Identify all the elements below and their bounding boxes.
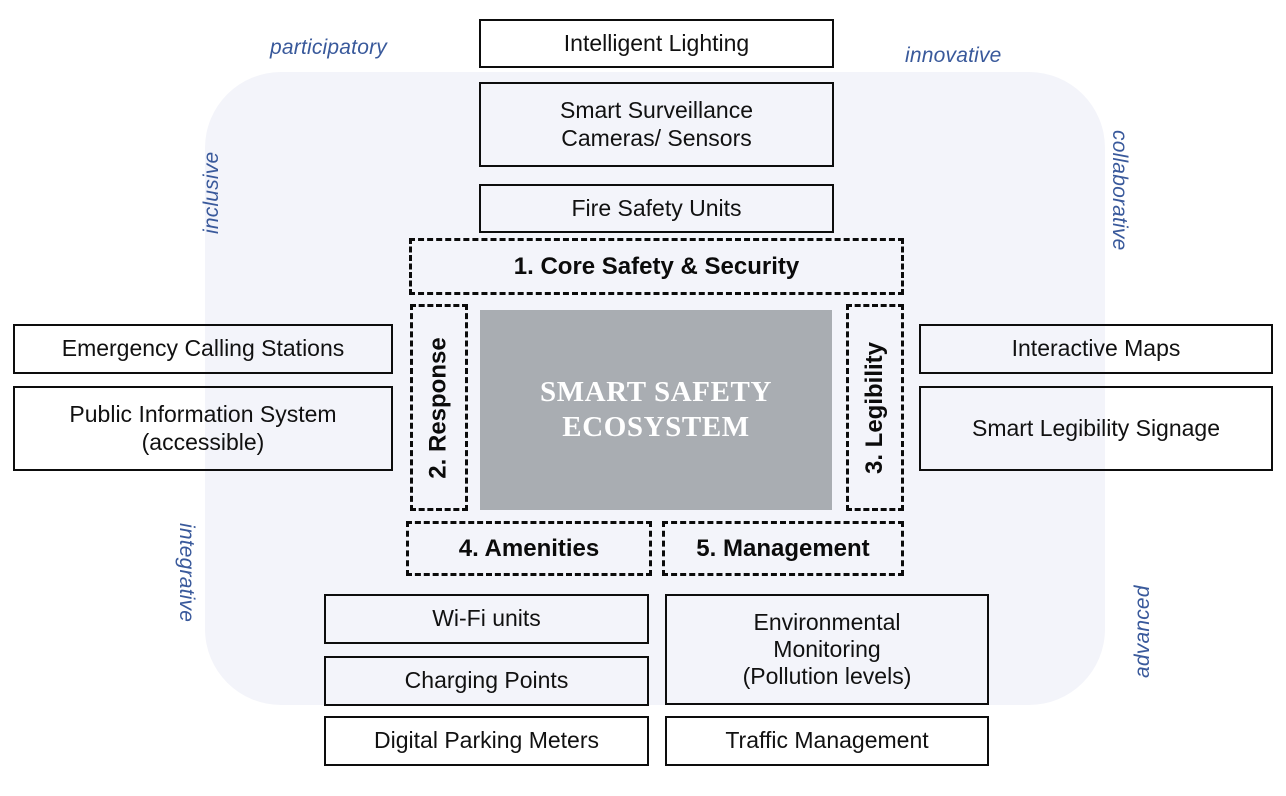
category-label: 3. Legibility: [861, 341, 888, 474]
core-title: SMART SAFETY ECOSYSTEM: [540, 375, 772, 446]
adjective-participatory: participatory: [270, 36, 387, 59]
adjective-collaborative: collaborative: [1108, 130, 1131, 251]
item-interactive-maps[interactable]: Interactive Maps: [919, 324, 1273, 374]
core-smart-safety-ecosystem: SMART SAFETY ECOSYSTEM: [480, 310, 832, 510]
item-charging-points[interactable]: Charging Points: [324, 656, 649, 706]
item-label-line1: Public Information System: [69, 401, 337, 428]
item-emergency-calling-stations[interactable]: Emergency Calling Stations: [13, 324, 393, 374]
item-label: Wi-Fi units: [432, 605, 541, 632]
item-wifi-units[interactable]: Wi-Fi units: [324, 594, 649, 644]
item-public-information-system[interactable]: Public Information System (accessible): [13, 386, 393, 471]
item-label: Traffic Management: [725, 727, 929, 754]
adjective-advanced: advanced: [1131, 585, 1154, 678]
item-label: Charging Points: [404, 667, 569, 694]
item-label: Intelligent Lighting: [563, 29, 750, 56]
category-label: 2. Response: [425, 336, 453, 479]
category-label: 1. Core Safety & Security: [513, 252, 800, 280]
item-digital-parking-meters[interactable]: Digital Parking Meters: [324, 716, 649, 766]
core-title-line1: SMART SAFETY: [539, 375, 773, 408]
category-label: 4. Amenities: [458, 534, 600, 562]
item-label-line2: (accessible): [141, 428, 265, 455]
category-amenities[interactable]: 4. Amenities: [406, 521, 652, 576]
category-management[interactable]: 5. Management: [662, 521, 904, 576]
item-label: Digital Parking Meters: [374, 727, 599, 754]
item-label-line2: Cameras/ Sensors: [561, 124, 752, 151]
item-label: Interactive Maps: [1011, 335, 1181, 362]
item-smart-legibility-signage[interactable]: Smart Legibility Signage: [919, 386, 1273, 471]
item-label: Emergency Calling Stations: [61, 335, 345, 362]
item-label-line3: (Pollution levels): [742, 663, 912, 690]
category-core-safety-security[interactable]: 1. Core Safety & Security: [409, 238, 904, 295]
category-legibility[interactable]: 3. Legibility: [846, 304, 904, 511]
item-label-wrap: Smart Surveillance Cameras/ Sensors: [560, 97, 753, 151]
item-label: Fire Safety Units: [571, 194, 742, 221]
item-label-line2: Monitoring: [773, 635, 881, 662]
item-label-line1: Environmental: [753, 608, 901, 635]
core-title-line2: ECOSYSTEM: [562, 411, 750, 443]
item-label-wrap: Public Information System (accessible): [69, 401, 336, 455]
item-label: Smart Legibility Signage: [971, 414, 1221, 441]
item-label-wrap: Environmental Monitoring (Pollution leve…: [743, 609, 912, 690]
adjective-innovative: innovative: [905, 44, 1002, 67]
adjective-inclusive: inclusive: [200, 151, 223, 234]
item-label-line1: Smart Surveillance: [559, 97, 754, 124]
category-response[interactable]: 2. Response: [410, 304, 468, 511]
category-label: 5. Management: [696, 534, 870, 562]
item-environmental-monitoring[interactable]: Environmental Monitoring (Pollution leve…: [665, 594, 989, 705]
item-fire-safety-units[interactable]: Fire Safety Units: [479, 184, 834, 233]
item-intelligent-lighting[interactable]: Intelligent Lighting: [479, 19, 834, 68]
item-smart-surveillance[interactable]: Smart Surveillance Cameras/ Sensors: [479, 82, 834, 167]
item-traffic-management[interactable]: Traffic Management: [665, 716, 989, 766]
adjective-integrative: integrative: [175, 523, 198, 623]
